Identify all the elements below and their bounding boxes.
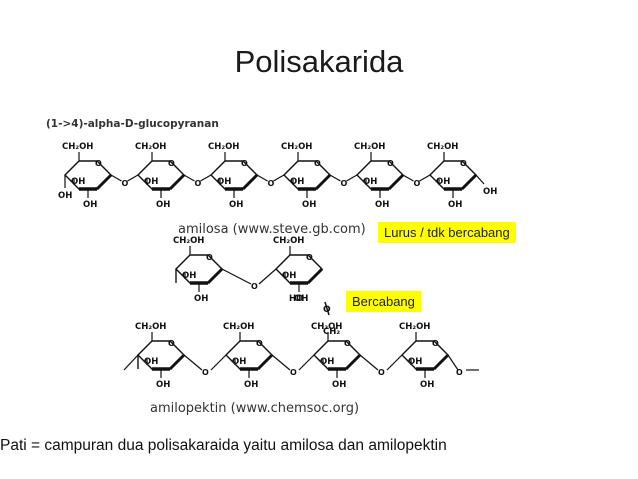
oh-label: OH <box>83 200 97 210</box>
amylose-caption: amilosa (www.steve.gb.com) <box>178 222 366 237</box>
slide-title: Polisakarida <box>234 44 404 79</box>
bond-oxygen: O <box>122 179 129 188</box>
linear-callout: Lurus / tdk bercabang <box>378 222 516 243</box>
oh-label: OH <box>144 177 158 187</box>
oh-label: OH <box>375 200 389 210</box>
oh-label: OH <box>232 357 246 367</box>
ch2oh-label: CH₂OH <box>354 142 385 152</box>
ring-oxygen: O <box>95 159 102 168</box>
ch2oh-label: CH₂OH <box>173 236 204 246</box>
alpha-1-6-branch-link: O CH₂ <box>323 301 340 337</box>
glycosidic-bond: O <box>329 174 358 188</box>
ring-oxygen: O <box>432 339 439 348</box>
glycosidic-bond: O <box>402 174 431 188</box>
oh-label: OH <box>408 357 422 367</box>
footer-caption: Pati = campuran dua polisakaraida yaitu … <box>0 437 447 454</box>
ch2oh-label: CH₂OH <box>273 236 304 246</box>
ch2oh-label: CH₂OH <box>281 142 312 152</box>
ring-oxygen: O <box>168 339 175 348</box>
ch2oh-label: CH₂OH <box>62 142 93 152</box>
ring-oxygen: O <box>306 253 313 262</box>
oh-label: OH <box>332 380 346 390</box>
amylopectin-caption: amilopektin (www.chemsoc.org) <box>150 401 359 416</box>
ring-oxygen: O <box>344 339 351 348</box>
oh-label: OH <box>436 177 450 187</box>
diagram-heading: (1->4)-alpha-D-glucopyranan <box>46 118 219 130</box>
bond-oxygen: O <box>290 368 297 377</box>
glycosidic-bond: O <box>183 174 212 188</box>
oh-label: OH <box>363 177 377 187</box>
oh-label: OH <box>290 177 304 187</box>
bond-oxygen: O <box>195 179 202 188</box>
oh-label: OH <box>420 380 434 390</box>
oh-label: OH <box>58 191 72 201</box>
oh-label: OH <box>217 177 231 187</box>
ring-oxygen: O <box>460 159 467 168</box>
ring-oxygen: O <box>387 159 394 168</box>
ch2oh-label: CH₂OH <box>135 322 166 332</box>
bond-oxygen: O <box>456 368 463 377</box>
ho-label: HO <box>289 294 303 304</box>
ring-oxygen: O <box>256 339 263 348</box>
ch2oh-label: CH₂OH <box>208 142 239 152</box>
oh-label: OH <box>448 200 462 210</box>
oh-label: OH <box>194 294 208 304</box>
oh-label: OH <box>156 200 170 210</box>
ch2oh-label: CH₂OH <box>135 142 166 152</box>
branch-link-ch2-label: CH₂ <box>323 327 340 337</box>
oh-label: OH <box>294 294 308 304</box>
bond-oxygen: O <box>414 179 421 188</box>
oh-label: OH <box>71 177 85 187</box>
oh-label: OH <box>244 380 258 390</box>
ring-oxygen: O <box>206 253 213 262</box>
ch2oh-label: CH₂OH <box>399 322 430 332</box>
oh-label: OH <box>282 271 296 281</box>
branched-callout: Bercabang <box>346 291 421 312</box>
ring-oxygen: O <box>314 159 321 168</box>
ring-oxygen: O <box>241 159 248 168</box>
ch2oh-label: CH₂OH <box>223 322 254 332</box>
oh-label: OH <box>182 271 196 281</box>
ring-oxygen: O <box>168 159 175 168</box>
oh-label: OH <box>156 380 170 390</box>
ch2oh-label: CH₂OH <box>311 322 342 332</box>
glycosidic-bond: O <box>256 174 285 188</box>
ch2oh-label: CH₂OH <box>427 142 458 152</box>
bond-oxygen: O <box>378 368 385 377</box>
oh-label: OH <box>144 357 158 367</box>
oh-label: OH <box>320 357 334 367</box>
bond-oxygen: O <box>268 179 275 188</box>
bond-oxygen: O <box>202 368 209 377</box>
branch-link-oxygen: O <box>323 305 331 315</box>
glycosidic-bond: O <box>110 174 139 188</box>
bond-oxygen: O <box>341 179 348 188</box>
amylose-chain: OCH₂OHOHOHOHOOCH₂OHOHOHOOCH₂OHOHOHOOCH₂O… <box>58 142 497 210</box>
bond-oxygen: O <box>251 282 258 291</box>
oh-label: OH <box>302 200 316 210</box>
amylopectin-main-chain: OCH₂OHOHOHOOCH₂OHOHOHOOCH₂OHOHOHOOCH₂OHO… <box>123 322 479 390</box>
oh-label: OH <box>483 187 497 197</box>
oh-label: OH <box>229 200 243 210</box>
